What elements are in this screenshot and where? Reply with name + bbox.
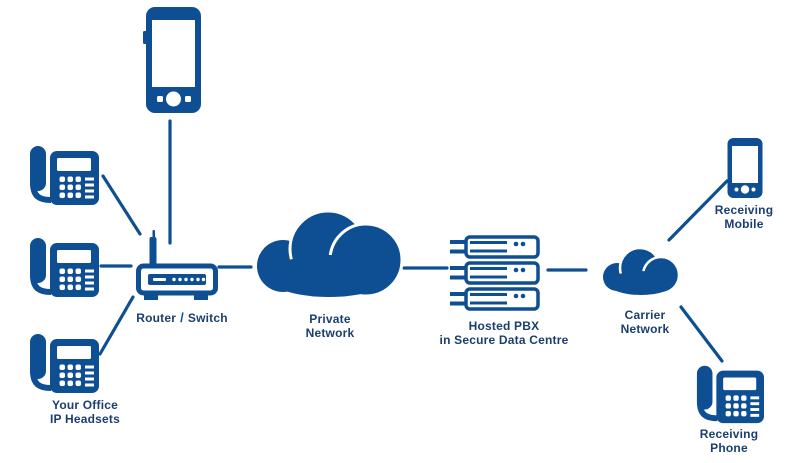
router-icon — [136, 230, 218, 300]
router-switch-label: Router/Switch — [136, 310, 228, 326]
hosted-pbx-servers — [450, 235, 540, 313]
office-phones-label: Your Office IP Headsets — [49, 398, 121, 426]
link-phone3-router — [98, 295, 135, 356]
router-switch — [136, 230, 218, 300]
private-network-cloud — [256, 209, 403, 298]
smartphone-icon — [727, 138, 763, 198]
receiving-mobile — [726, 137, 764, 199]
receiving-mobile-label: Receiving Mobile — [714, 203, 774, 231]
cloud-icon — [257, 209, 403, 298]
carrier-network-label: Carrier Network — [620, 308, 670, 336]
receiving-phone-label: Receiving Phone — [699, 427, 759, 455]
desk-phone-icon — [30, 238, 99, 297]
server-stack-icon — [450, 235, 540, 311]
office-mobile-phone — [142, 6, 204, 114]
carrier-network-cloud — [602, 246, 680, 296]
office-ip-phone-3 — [27, 331, 99, 393]
private-network-label: Private Network — [305, 312, 355, 340]
office-ip-phone-1 — [27, 143, 99, 205]
hosted-pbx-label: Hosted PBX in Secure Data Centre — [439, 319, 569, 347]
desk-phone-icon — [696, 365, 764, 424]
link-phone1-router — [101, 174, 142, 236]
office-ip-phone-2 — [27, 235, 99, 297]
desk-phone-icon — [30, 146, 99, 205]
desk-phone-icon — [30, 334, 99, 393]
receiving-phone — [694, 362, 764, 424]
slash-separator: / — [180, 310, 184, 325]
cloud-icon — [603, 246, 680, 295]
smartphone-icon — [143, 7, 201, 113]
